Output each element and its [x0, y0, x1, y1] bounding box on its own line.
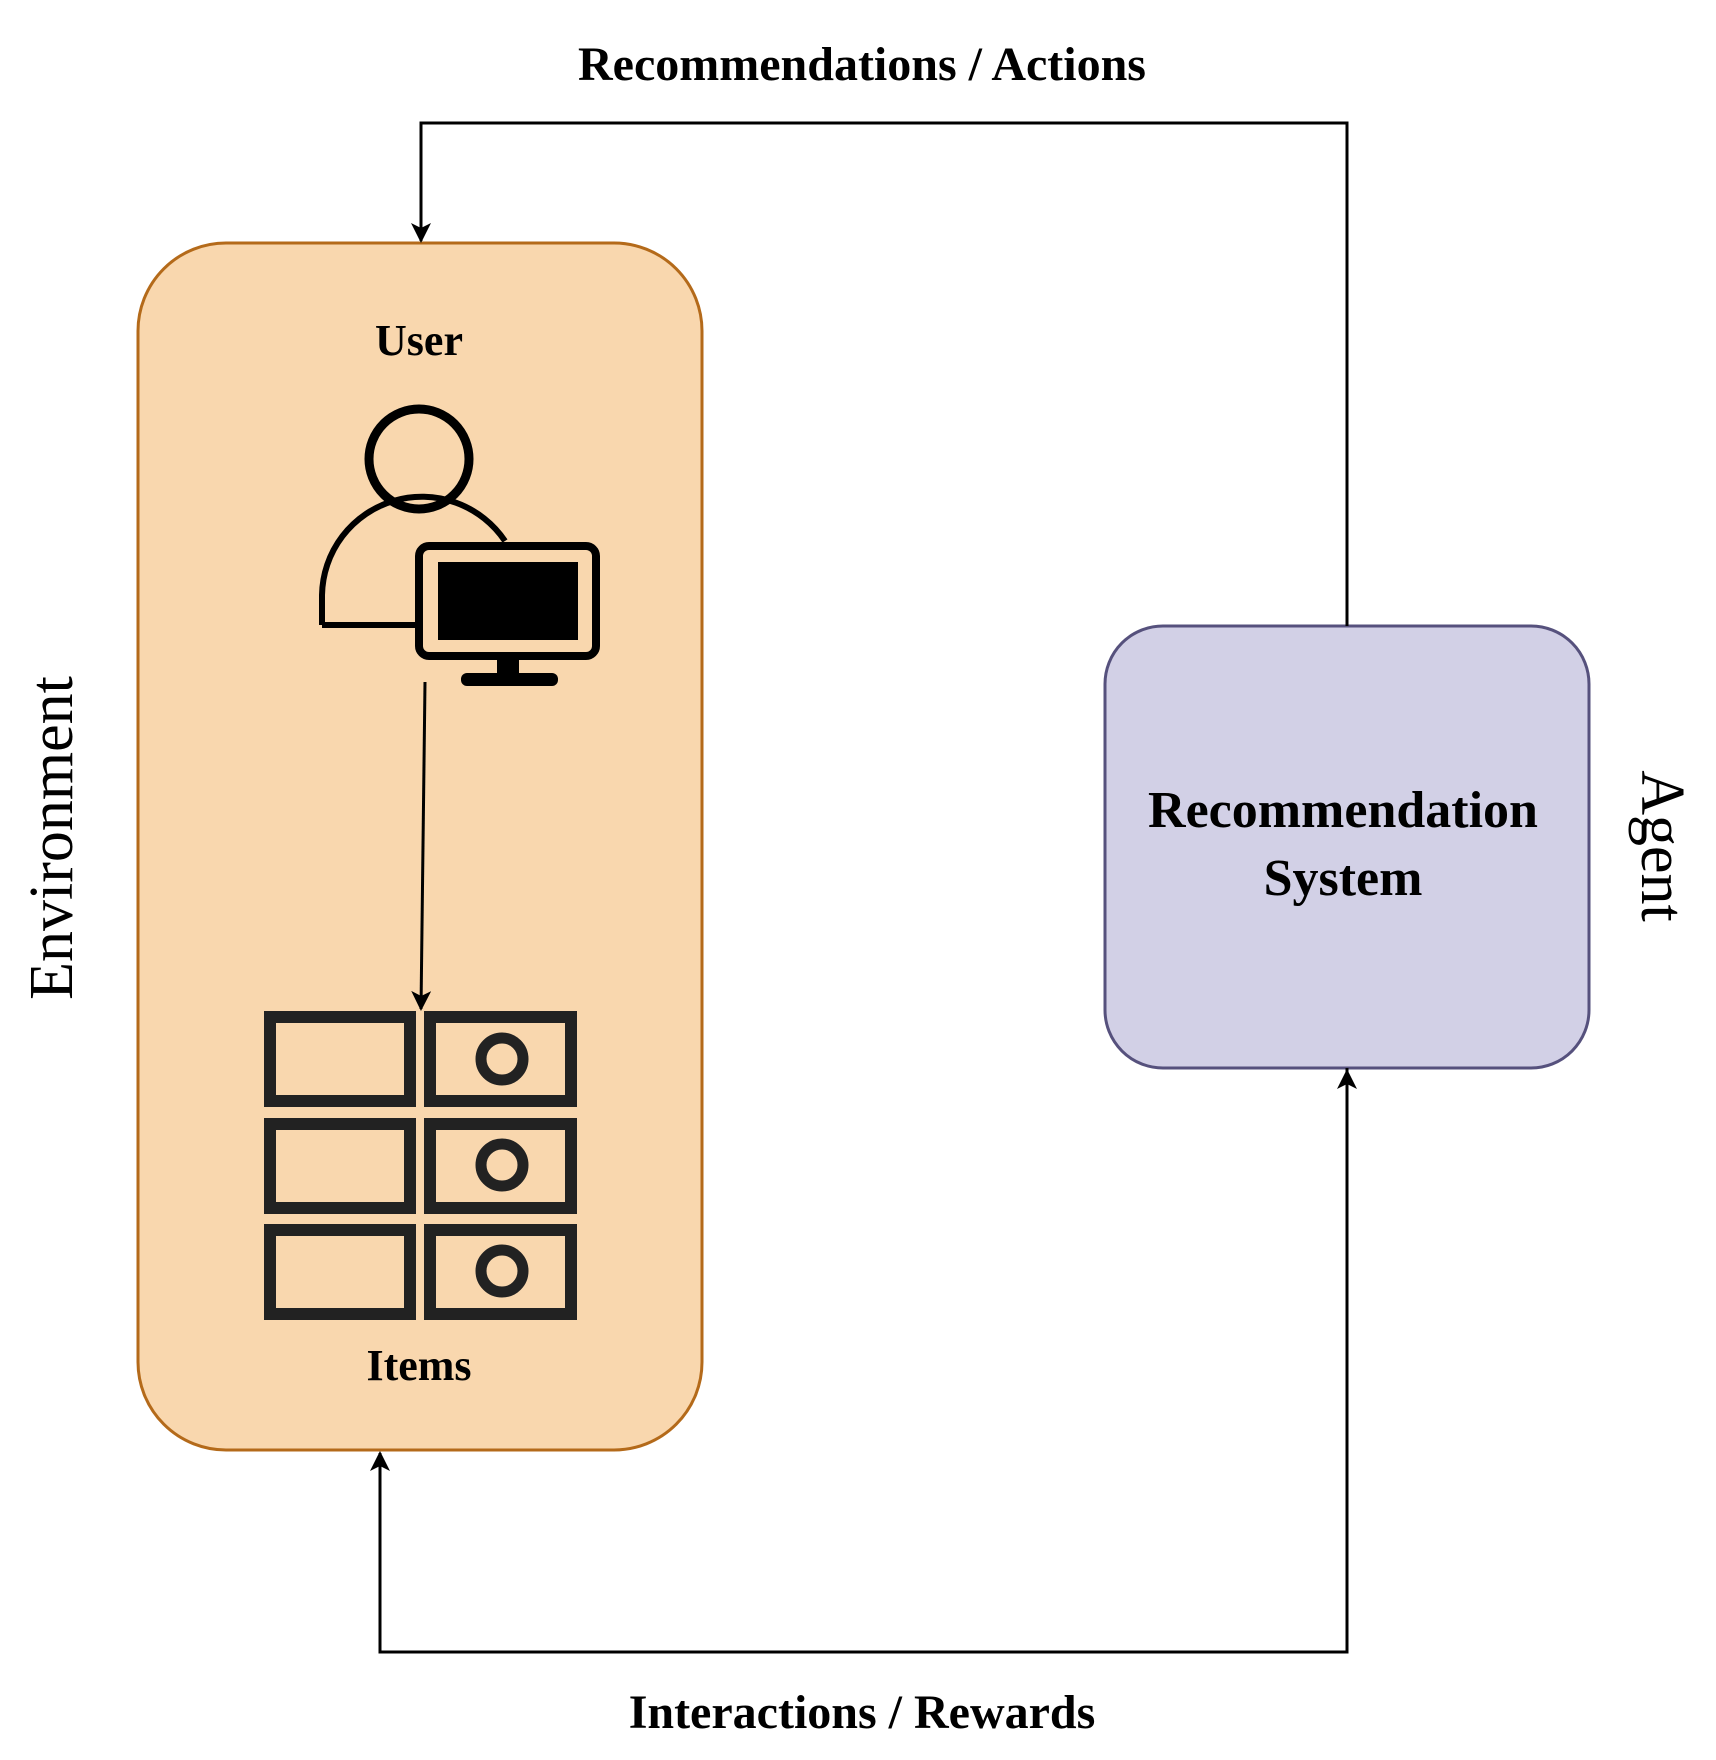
item-catalog-grid-icon: [264, 1011, 577, 1320]
recommendations-actions-arrow: [411, 121, 1349, 626]
user-label: User: [375, 316, 463, 365]
items-label: Items: [366, 1341, 471, 1390]
interactions-rewards-label: Interactions / Rewards: [629, 1686, 1096, 1739]
user-at-computer-icon: [319, 404, 600, 686]
environment-box: [136, 241, 704, 1452]
agent-label: Agent: [1628, 770, 1696, 922]
environment-label: Environment: [18, 676, 86, 1000]
recommendations-actions-label: Recommendations / Actions: [578, 38, 1146, 91]
recommendation-system-label-line1: Recommendation: [1148, 782, 1538, 839]
user-to-items-arrow: [411, 681, 432, 1011]
recommendation-system-label-line2: System: [1264, 850, 1423, 907]
recommendation-system-box: [1103, 624, 1591, 1070]
